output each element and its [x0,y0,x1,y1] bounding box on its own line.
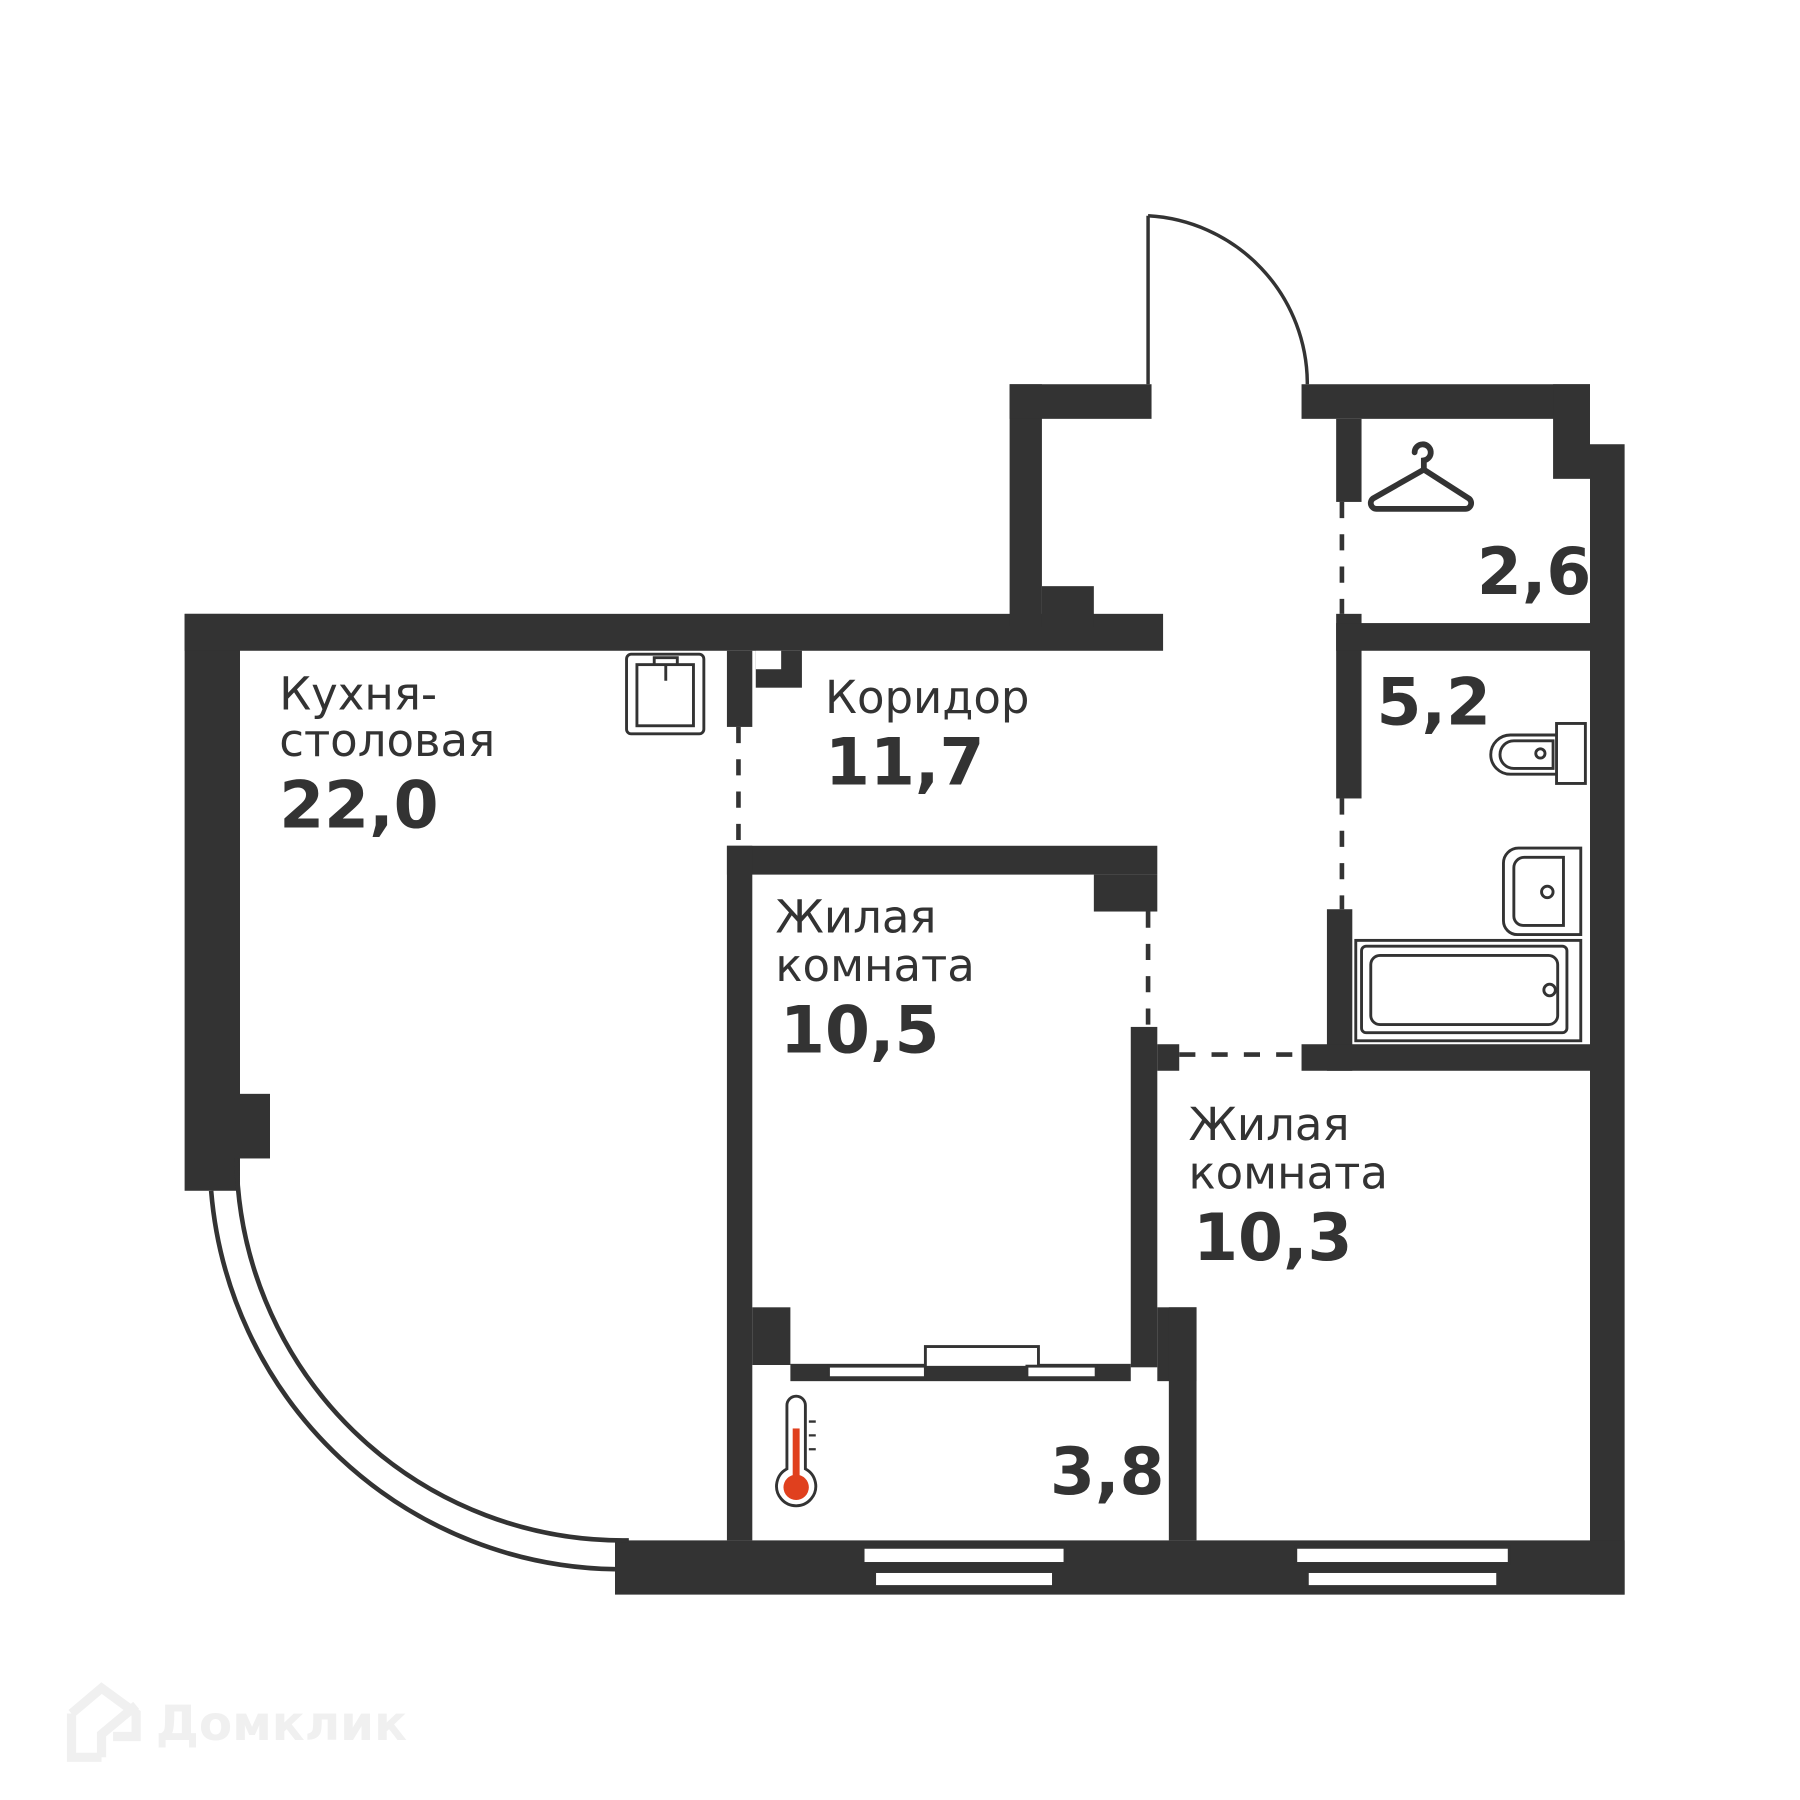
bathtub-icon [1354,938,1583,1043]
curved-window [208,1158,629,1572]
toilet-icon [1489,722,1587,785]
corridor-label: Коридор [825,671,1030,724]
sink-icon [625,652,706,736]
corridor-area: 11,7 [825,726,984,801]
kitchen-label-line2: столовая [279,714,495,767]
watermark: Домклик [66,1682,407,1762]
kitchen-room: Кухня- столовая 22,0 [279,668,495,844]
bedroom1-room: Жилая комната 10,5 [775,890,974,1068]
washbasin-icon [1502,846,1583,937]
watermark-house-icon [66,1682,141,1762]
hanger-icon [1367,441,1475,512]
bedroom2-area: 10,3 [1193,1201,1352,1276]
kitchen-area: 22,0 [279,768,438,843]
corridor-room: Коридор 11,7 [825,671,1030,801]
walls [184,384,1625,1595]
bedroom2-label-line1: Жилая [1188,1098,1349,1151]
bedroom2-room: Жилая комната 10,3 [1188,1098,1387,1276]
balcony-area: 3,8 [1050,1435,1164,1510]
bedroom1-area: 10,5 [780,993,939,1068]
wardrobe-area: 2,6 [1477,535,1591,610]
bedroom1-label-line2: комната [775,939,974,992]
bedroom2-label-line2: комната [1188,1146,1387,1199]
bedroom1-label-line1: Жилая [775,890,936,943]
dashed-openings [736,501,1345,1057]
kitchen-label-line1: Кухня- [279,668,437,721]
watermark-text: Домклик [156,1696,407,1752]
bathroom-area: 5,2 [1377,666,1491,741]
thermometer-icon [775,1394,818,1508]
entrance-door[interactable] [1146,214,1310,385]
